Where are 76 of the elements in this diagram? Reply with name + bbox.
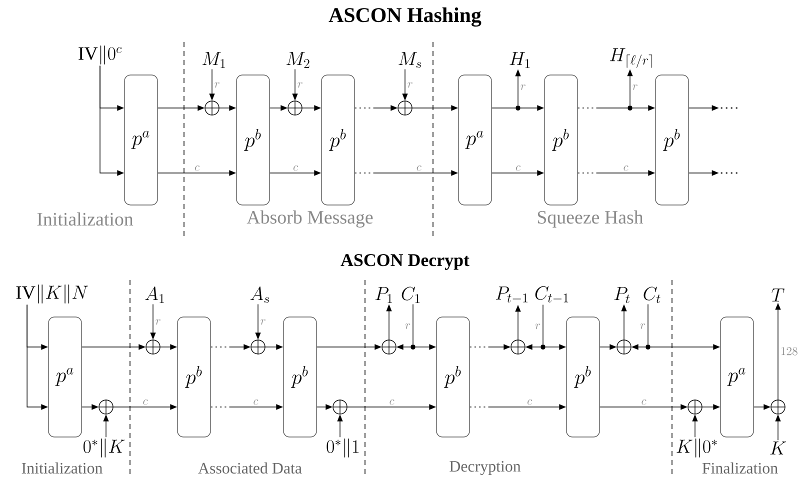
edge-label: $c$ [516,165,520,171]
variable-label: $P_t$ [614,287,630,303]
edge-label: $r$ [535,324,540,330]
variable-label: $K$ [770,442,786,454]
edge-label: $r$ [640,324,646,329]
section-label: Decryption [450,461,521,475]
permutation-box: $p^a$ [720,316,754,438]
xor-circle [770,399,786,415]
xor-circle [397,100,413,116]
variable-label: $M_1$ [202,52,225,68]
variable-label: $P_1$ [375,287,392,303]
permutation-box: $p^b$ [544,74,578,206]
edge-label: $r$ [156,319,160,325]
section-label: Absorb Message [246,210,373,228]
xor-circle [145,339,161,355]
permutation-box: $p^a$ [48,316,82,438]
variable-label: $H_1$ [510,52,530,68]
permutation-box: $p^b$ [655,74,689,206]
variable-label: $C_1$ [402,286,420,303]
edge-label: $r$ [405,324,410,329]
permutation-box: $p^b$ [436,316,470,438]
edge-label: $r$ [408,82,412,88]
edge-label: $c$ [194,165,200,171]
title: ASCON Hashing [328,7,482,27]
permutation-box: $p^b$ [566,316,600,438]
variable-label: $\mathrm{IV}\|0^c$ [78,46,122,64]
variable-label: $A_1$ [145,286,164,303]
xor-circle [287,100,303,116]
xor-circle [381,339,397,355]
xor-circle [687,399,703,415]
section-label: Associated Data [198,462,302,474]
variable-label: $C_{t-1}$ [535,286,568,302]
edge-label: $c$ [642,399,646,405]
edge-label: $c$ [390,399,394,405]
permutation-box: $p^b$ [283,316,317,438]
permutation-box: $p^b$ [321,74,355,206]
line [412,304,414,344]
heading: ASCON Decrypt [340,254,470,270]
edge-label: $c$ [416,165,422,171]
edge-label: $128$ [781,347,798,356]
variable-label: $\mathrm{IV}\|K\|N$ [16,284,88,304]
edge-label: $r$ [214,82,220,88]
section-label: Initialization [37,212,134,226]
variable-label: $K\|0^*$ [676,438,717,458]
xor-circle [332,399,348,415]
xor-circle [250,339,266,355]
section-label: Initialization [22,462,103,474]
xor-circle [204,100,220,116]
xor-circle [616,339,632,355]
edge-label: $r$ [298,82,302,88]
permutation-box: $p^b$ [177,316,211,438]
edge-label: $c$ [528,399,532,405]
edge-label: $r$ [520,84,526,90]
xor-circle [98,399,114,415]
variable-label: $M_2$ [286,52,310,68]
permutation-box: $p^a$ [124,74,158,206]
variable-label: $0^*\|K$ [84,438,125,458]
edge-label: $r$ [632,84,638,90]
edge-label: $c$ [293,165,298,171]
variable-label: $T$ [772,288,784,302]
variable-label: $P_{t-1}$ [496,286,528,302]
edge-label: $r$ [260,319,266,325]
permutation-box: $p^b$ [236,74,270,206]
section-label: Squeeze Hash [538,210,644,228]
permutation-box: $p^a$ [458,74,492,206]
line [542,304,544,344]
edge-label: $c$ [143,399,148,405]
variable-label: $H_{\lceil \ell / r \rceil}$ [610,48,652,68]
section-label: Finalization [702,462,778,474]
variable-label: $C_t$ [644,286,660,303]
variable-label: $M_s$ [398,52,422,68]
edge-label: $c$ [254,399,258,405]
xor-circle [510,339,526,355]
variable-label: $A_s$ [250,286,270,303]
edge-label: $c$ [624,165,628,171]
variable-label: $0^*\|1$ [326,438,359,458]
